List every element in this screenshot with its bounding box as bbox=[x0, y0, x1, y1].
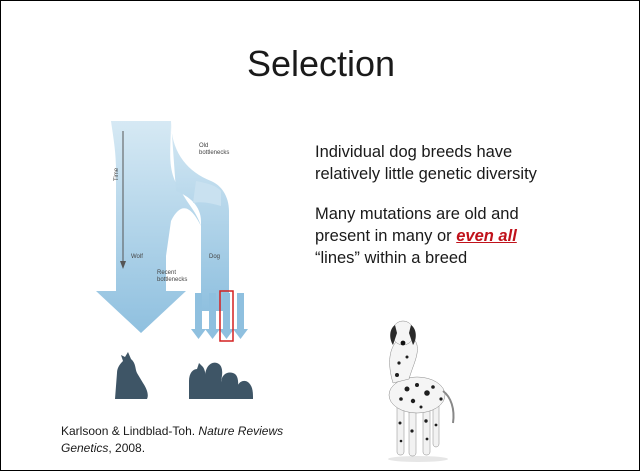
bullet-2-end: “lines” within a breed bbox=[315, 249, 467, 267]
wolf-lineage-flow bbox=[96, 121, 201, 333]
figure-citation: Karlsoon & Lindblad-Toh. Nature Reviews … bbox=[61, 423, 301, 457]
bottleneck-diagram: Time Old bottlenecks Wolf Dog Recent bot… bbox=[71, 111, 301, 401]
recent-bottlenecks-label-2: bottlenecks bbox=[157, 277, 187, 283]
recent-bottlenecks-label-1: Recent bbox=[157, 270, 176, 276]
dog-silhouettes bbox=[189, 363, 253, 399]
wolf-label: Wolf bbox=[131, 254, 143, 260]
time-label: Time bbox=[114, 167, 120, 181]
dalmatian-photo bbox=[373, 313, 463, 463]
dog-label: Dog bbox=[209, 254, 220, 260]
bullet-text-block: Individual dog breeds have relatively li… bbox=[315, 141, 555, 287]
bottleneck-diagram-svg: Time Old bottlenecks Wolf Dog Recent bot… bbox=[71, 111, 301, 401]
citation-authors: Karlsoon & Lindblad-Toh. bbox=[61, 424, 198, 438]
old-bottlenecks-label-1: Old bbox=[199, 143, 208, 149]
bullet-2-emphasis: even all bbox=[456, 227, 517, 245]
slide-title: Selection bbox=[1, 43, 640, 85]
wolf-silhouette bbox=[115, 352, 148, 399]
dalmatian-illustration bbox=[373, 313, 463, 463]
bullet-1: Individual dog breeds have relatively li… bbox=[315, 141, 555, 185]
bullet-2: Many mutations are old and present in ma… bbox=[315, 203, 555, 269]
citation-year: , 2008. bbox=[108, 441, 145, 455]
old-bottlenecks-label-2: bottlenecks bbox=[199, 150, 229, 156]
